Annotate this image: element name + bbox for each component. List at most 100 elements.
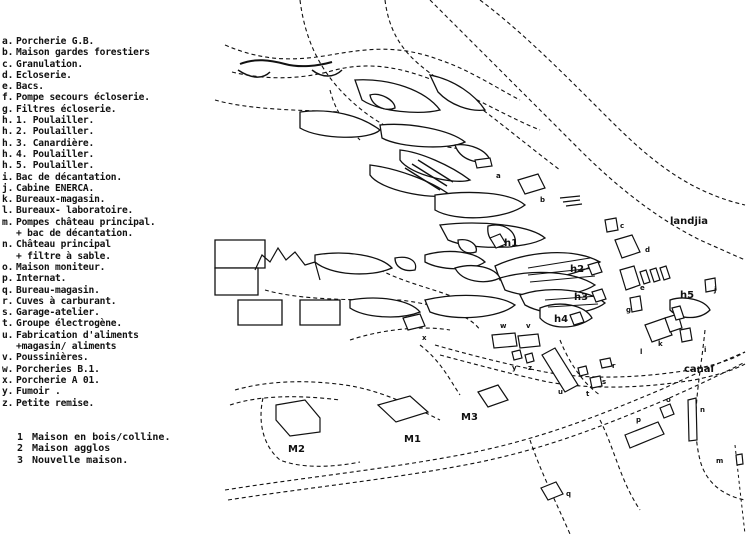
main-road [224, 351, 746, 501]
legend-key: v. [2, 352, 14, 364]
label-s: s [602, 378, 606, 386]
building-c [604, 217, 619, 233]
legend-entry: i.Bac de décantation. [2, 172, 214, 183]
legend-entry: g.Filtres écloserie. [2, 104, 214, 115]
legend-key: g. [2, 103, 14, 115]
legend-key: x. [2, 374, 14, 386]
label-o: o [666, 396, 671, 404]
label-m2: M2 [288, 444, 305, 455]
legend-text: Ecloserie. [16, 69, 72, 81]
label-v: v [526, 322, 531, 330]
label-r: r [612, 362, 616, 370]
label-m3: M3 [461, 412, 478, 423]
legend-key: r. [2, 295, 14, 307]
legend-entry: + filtre à sable. [2, 251, 214, 262]
legend-key: e. [2, 81, 14, 93]
label-u: u [558, 388, 563, 396]
legend-entry: t.Groupe électrogène. [2, 318, 214, 329]
pond-hatching [404, 159, 599, 308]
legend-text: Bacs. [16, 81, 44, 93]
label-m1: M1 [404, 434, 421, 445]
legend-entry: m.Pompes château principal. [2, 217, 214, 228]
legend-key: l. [2, 205, 14, 217]
legend-text: Bureaux-magasin. [16, 194, 106, 206]
building-b [517, 173, 546, 195]
building-m1 [376, 395, 430, 423]
legend-key: h. [2, 160, 14, 172]
legend-key: n. [2, 239, 14, 251]
label-d: d [645, 246, 650, 254]
label-x: x [422, 334, 427, 342]
legend-entry: s.Garage-atelier. [2, 307, 214, 318]
legend-entry: k.Bureaux-magasin. [2, 194, 214, 205]
legend-key: 2 [16, 443, 24, 455]
label-j: j [713, 286, 716, 294]
building-s [589, 375, 603, 389]
legend-text: Bac de décantation. [16, 171, 122, 183]
legend-key: y. [2, 386, 14, 398]
legend-key [2, 251, 16, 262]
legend-text: Porcheries B.1. [16, 363, 100, 375]
legend-entry: h.3. Canardière. [2, 138, 214, 149]
legend-text: Pompe secours écloserie. [16, 92, 150, 104]
legend-text: Cuves à carburant. [16, 295, 117, 307]
legend-entry: y.Fumoir . [2, 386, 214, 397]
legend-key: h. [2, 126, 14, 138]
legend-text: Pompes château principal. [16, 216, 156, 228]
hill-contour [254, 246, 321, 281]
building-m2 [275, 399, 321, 437]
legend-text: Maison moniteur. [16, 261, 106, 273]
legend-key: m. [2, 216, 14, 228]
label-i: i [704, 346, 706, 354]
label-a: a [496, 172, 501, 180]
legend-entry: f.Pompe secours écloserie. [2, 92, 214, 103]
legend-entry: e.Bacs. [2, 81, 214, 92]
legend-text: Poussinières. [16, 352, 89, 364]
legend-key: q. [2, 284, 14, 296]
legend-key: w. [2, 363, 14, 375]
legend-text: Bureau-magasin. [16, 284, 100, 296]
legend-text: Château principal [16, 239, 111, 251]
legend-text: + bac de décantation. [16, 228, 134, 240]
legend-text: Maison en bois/colline. [32, 432, 171, 443]
ponds [214, 74, 711, 328]
legend-entry: q.Bureau-magasin. [2, 285, 214, 296]
label-b: b [540, 196, 545, 204]
building-z [524, 352, 535, 364]
legend-key: h. [2, 115, 14, 127]
building-n [687, 397, 698, 442]
legend-key: i. [2, 171, 14, 183]
legend-entry: a.Porcherie G.B. [2, 36, 214, 47]
legend-text: Porcherie A 01. [16, 374, 100, 386]
legend-entry: x.Porcherie A 01. [2, 375, 214, 386]
legend-text: 2. Poulailler. [16, 126, 95, 138]
legend-text: Fumoir . [16, 386, 61, 398]
building-h2 [587, 261, 603, 276]
legend-text: Petite remise. [16, 397, 95, 409]
legend-key: k. [2, 194, 14, 206]
legend-text: Filtres écloserie. [16, 103, 117, 115]
building-p [624, 421, 665, 449]
legend-key: u. [2, 329, 14, 341]
legend-entry: c.Granulation. [2, 59, 214, 70]
label-t: t [586, 390, 590, 398]
label-h5: h5 [680, 290, 694, 301]
legend-key: 3 [16, 454, 24, 466]
legend-key: a. [2, 36, 14, 47]
legend-key: h. [2, 148, 14, 160]
label-canal: canal [684, 364, 714, 375]
building-h5 [671, 305, 685, 321]
legend-entry: + bac de décantation. [2, 228, 214, 239]
legend-entry: +magasin/ aliments [2, 341, 214, 352]
label-y: y [512, 364, 517, 372]
map-labels: landjia canal M1 M2 M3 h1 h2 h3 h4 h5 a … [288, 172, 723, 498]
label-p: p [636, 416, 641, 424]
legend-entry: p.Internat. [2, 273, 214, 284]
label-h2: h2 [570, 264, 584, 275]
legend-entry: z.Petite remise. [2, 398, 214, 409]
